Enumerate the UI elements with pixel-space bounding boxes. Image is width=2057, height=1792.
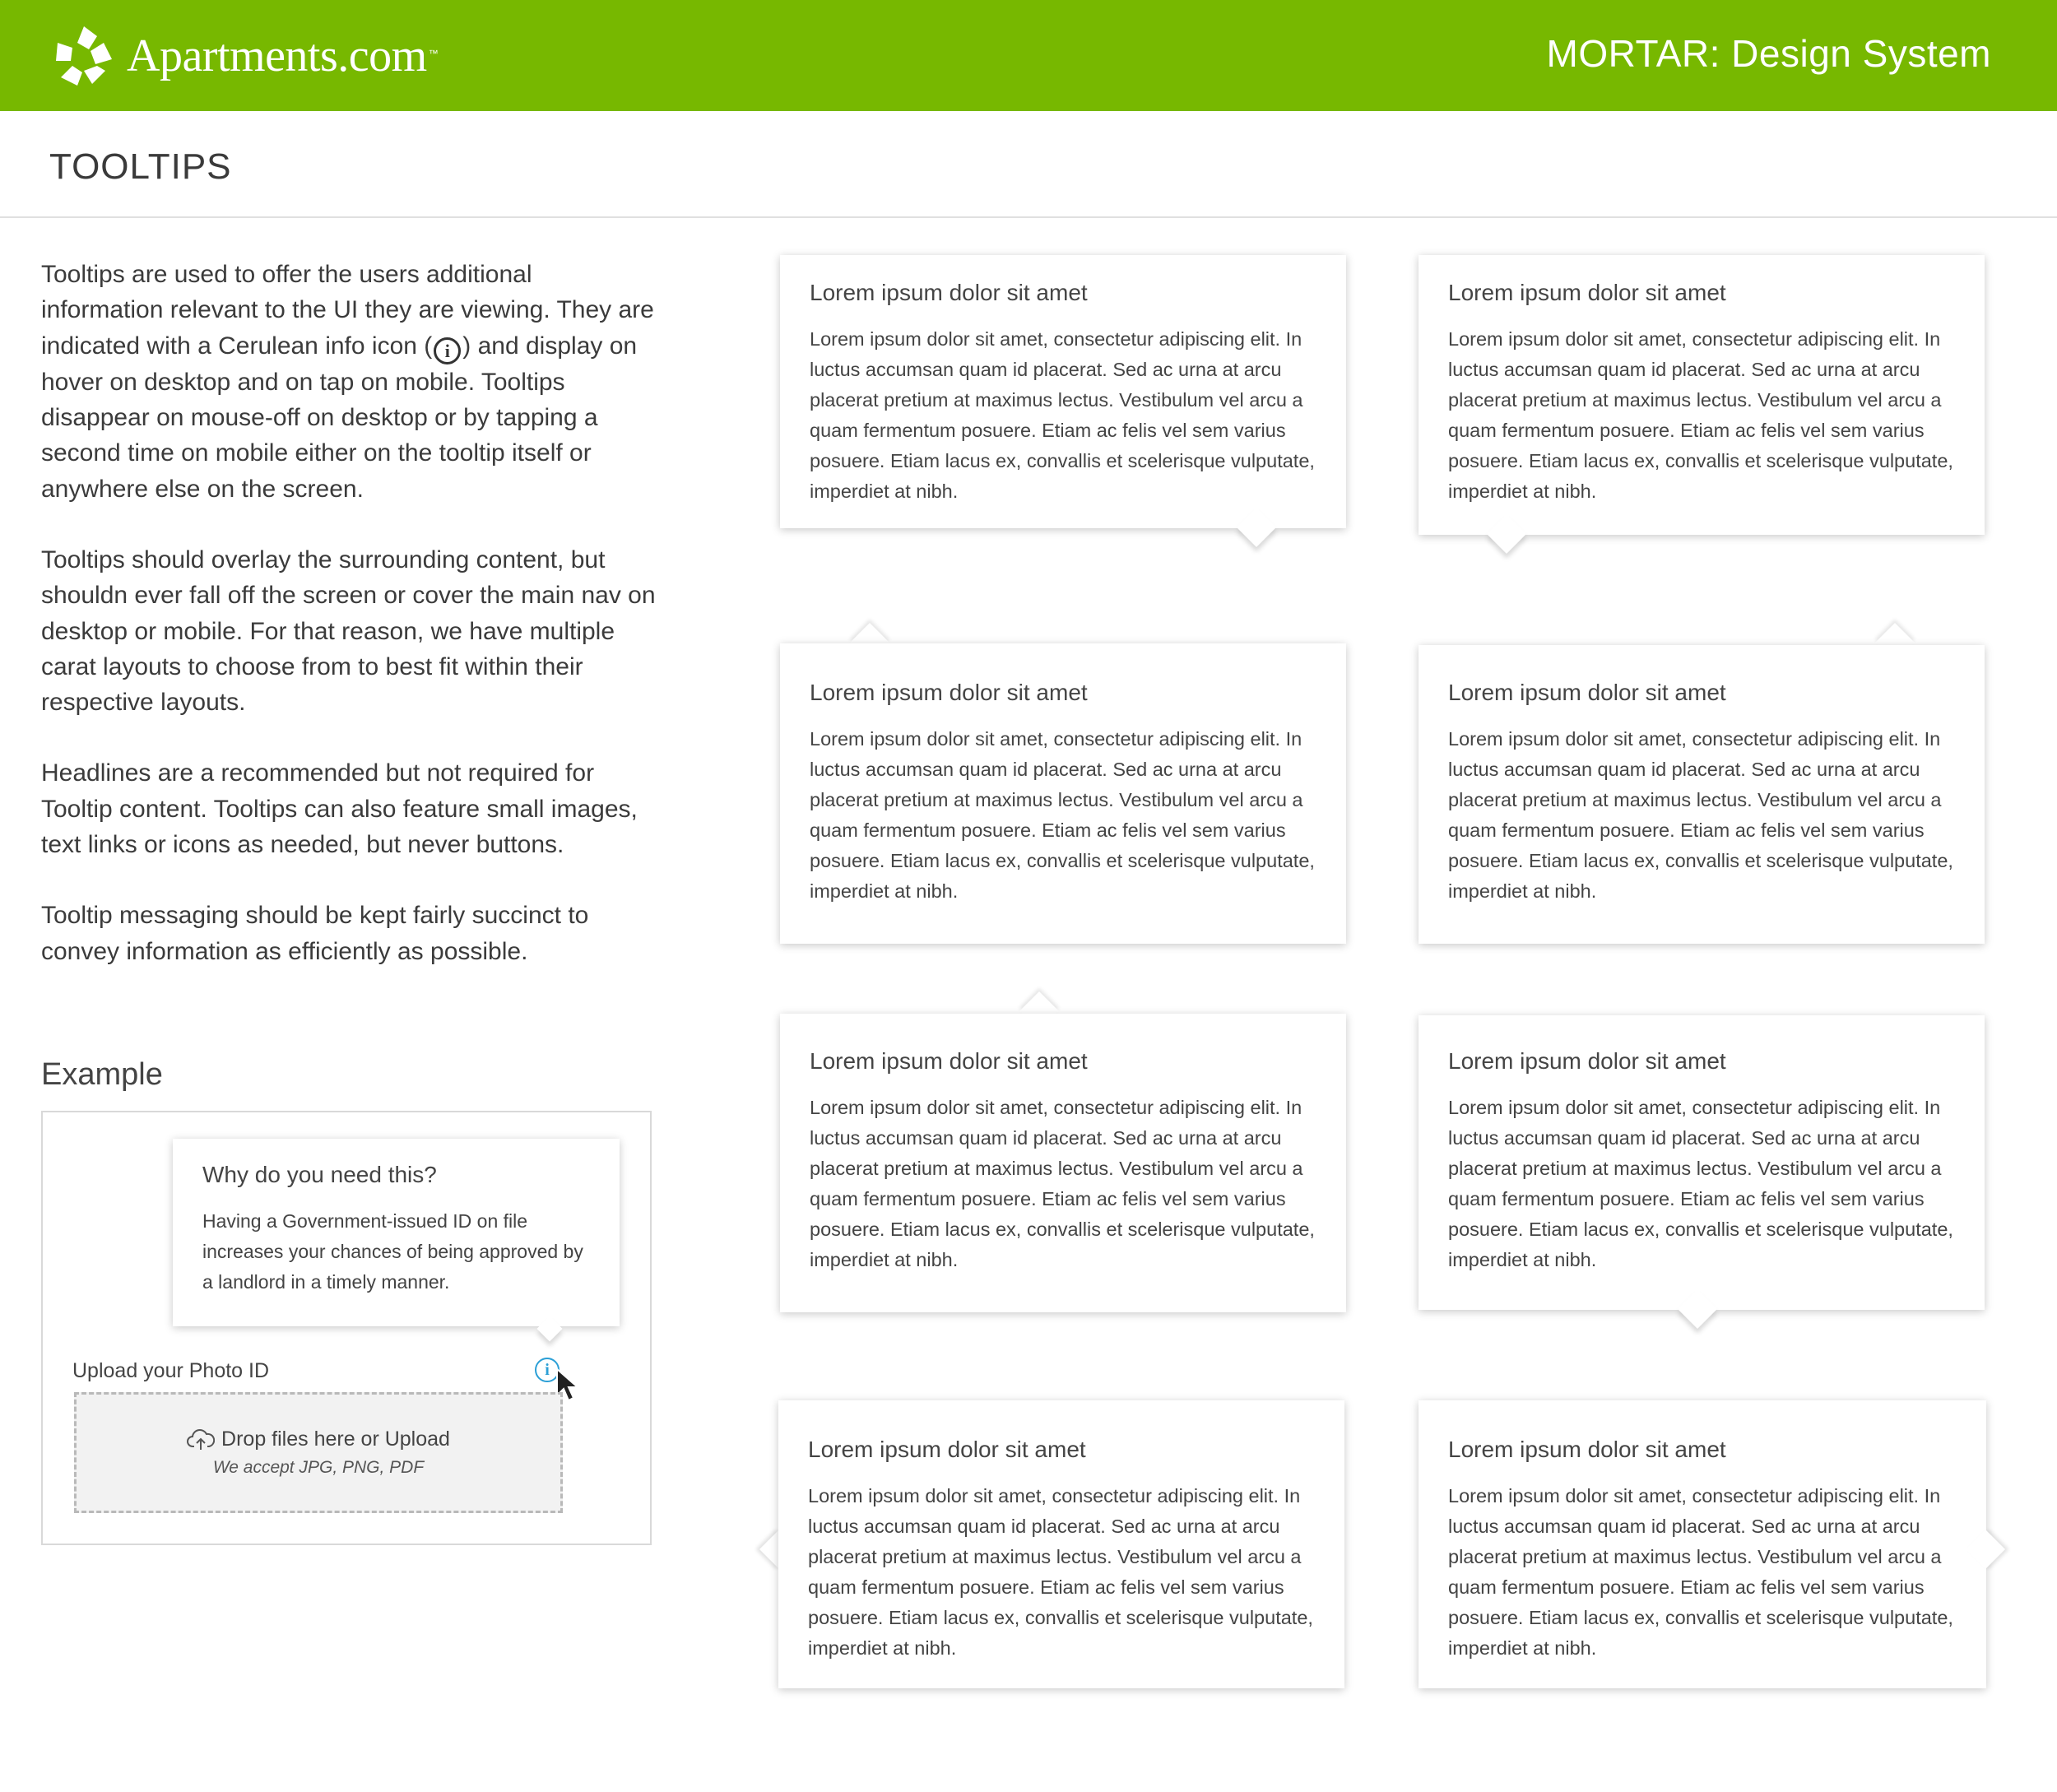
brand-logo[interactable]: Apartments.com ™ (53, 23, 439, 89)
tooltip-card: Lorem ipsum dolor sit amet Lorem ipsum d… (778, 1400, 1344, 1688)
cloud-upload-icon (187, 1428, 216, 1450)
tooltip-body: Lorem ipsum dolor sit amet, consectetur … (810, 728, 1315, 902)
file-dropzone[interactable]: Drop files here or Upload We accept JPG,… (74, 1392, 563, 1513)
tooltip-body: Having a Government-issued ID on file in… (202, 1210, 583, 1293)
design-system-title: MORTAR: Design System (1546, 32, 1991, 75)
upload-label: Upload your Photo ID (72, 1359, 270, 1382)
tooltip-title: Lorem ipsum dolor sit amet (1448, 1048, 1726, 1074)
app-header: Apartments.com ™ MORTAR: Design System (0, 0, 2057, 111)
dropzone-text[interactable]: Drop files here or Upload (221, 1428, 450, 1451)
tooltip-title: Why do you need this? (202, 1162, 437, 1187)
intro-paragraph-4: Tooltip messaging should be kept fairly … (41, 902, 589, 965)
tooltip-body: Lorem ipsum dolor sit amet, consectetur … (808, 1485, 1313, 1659)
dropzone-message: Drop files here or Upload (187, 1428, 450, 1451)
intro-paragraph-3: Headlines are a recommended but not requ… (41, 759, 638, 858)
example-tooltip: Why do you need this? Having a Governmen… (173, 1139, 620, 1326)
tooltip-title: Lorem ipsum dolor sit amet (1448, 1437, 1726, 1462)
page-title: TOOLTIPS (49, 146, 232, 187)
intro-paragraph-2: Tooltips should overlay the surrounding … (41, 545, 656, 717)
intro-paragraph-1-start: Tooltips are used to offer the users add… (41, 261, 654, 360)
divider (0, 216, 2057, 218)
tooltip-body: Lorem ipsum dolor sit amet, consectetur … (1448, 728, 1953, 902)
tooltip-title: Lorem ipsum dolor sit amet (810, 280, 1088, 305)
intro-text: Tooltips are used to offer the users add… (41, 257, 658, 1005)
tooltip-card: Lorem ipsum dolor sit amet Lorem ipsum d… (1419, 1015, 1985, 1310)
example-heading: Example (41, 1057, 163, 1092)
tooltip-title: Lorem ipsum dolor sit amet (1448, 680, 1726, 705)
tooltip-title: Lorem ipsum dolor sit amet (810, 680, 1088, 705)
tooltip-body: Lorem ipsum dolor sit amet, consectetur … (810, 1097, 1315, 1270)
tooltip-card: Lorem ipsum dolor sit amet Lorem ipsum d… (1419, 1400, 1986, 1688)
tooltip-body: Lorem ipsum dolor sit amet, consectetur … (1448, 328, 1953, 502)
accepted-formats: We accept JPG, PNG, PDF (212, 1458, 425, 1477)
tooltip-card: Lorem ipsum dolor sit amet Lorem ipsum d… (780, 255, 1346, 528)
tooltip-card: Lorem ipsum dolor sit amet Lorem ipsum d… (1419, 645, 1985, 944)
apartments-logo-icon (56, 26, 112, 86)
intro-paragraph-1: Tooltips are used to offer the users add… (41, 257, 658, 507)
tooltip-body: Lorem ipsum dolor sit amet, consectetur … (1448, 1097, 1953, 1270)
tooltip-body: Lorem ipsum dolor sit amet, consectetur … (810, 328, 1315, 502)
tooltip-body: Lorem ipsum dolor sit amet, consectetur … (1448, 1485, 1953, 1659)
trademark: ™ (428, 48, 439, 59)
tooltip-title: Lorem ipsum dolor sit amet (810, 1048, 1088, 1074)
example-panel: Why do you need this? Having a Governmen… (41, 1111, 652, 1545)
brand-name: Apartments.com (127, 30, 427, 81)
tooltip-card: Lorem ipsum dolor sit amet Lorem ipsum d… (1419, 255, 1985, 535)
tooltip-title: Lorem ipsum dolor sit amet (1448, 280, 1726, 305)
tooltip-card: Lorem ipsum dolor sit amet Lorem ipsum d… (780, 643, 1346, 944)
intro-paragraph-1-end: ) and display on hover on desktop and on… (41, 332, 638, 503)
info-icon: i (434, 337, 462, 364)
tooltip-card: Lorem ipsum dolor sit amet Lorem ipsum d… (780, 1014, 1346, 1312)
tooltip-title: Lorem ipsum dolor sit amet (808, 1437, 1086, 1462)
